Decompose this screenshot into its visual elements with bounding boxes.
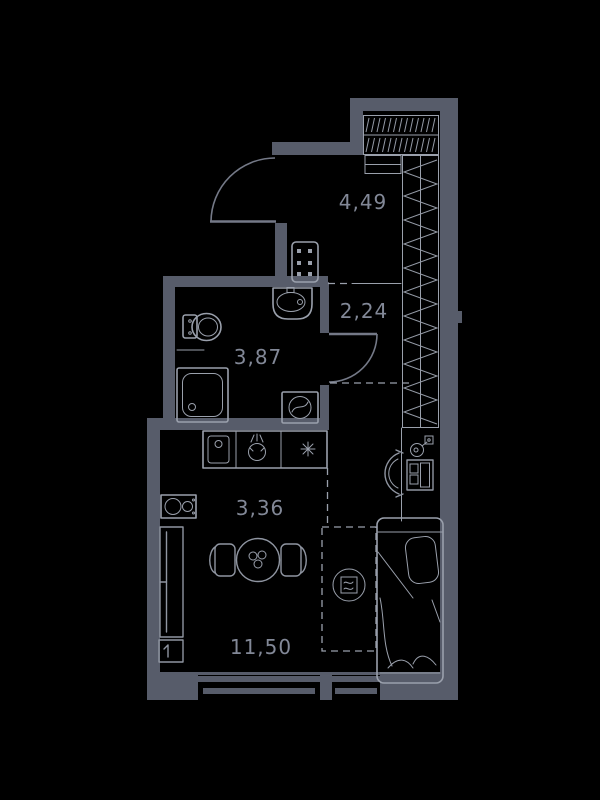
room-label-hallway: 4,49 [339, 190, 388, 214]
toilet-icon [182, 312, 222, 342]
wall-top [350, 98, 458, 111]
wall-lamp-icon [410, 435, 434, 457]
sink-icon [272, 287, 313, 320]
kitchen-fixtures [160, 430, 328, 519]
entrance-door-swing-arc [210, 157, 276, 222]
windows [198, 675, 380, 700]
window-glazing-bar [198, 676, 320, 682]
room-label-bathroom: 3,87 [234, 345, 283, 369]
wall-block-left [350, 98, 363, 155]
wall-entry-top [272, 142, 363, 155]
shower-icon [176, 367, 229, 423]
electrical-panel [291, 241, 319, 283]
window-glazing-bar [332, 676, 380, 682]
washing-machine-icon [281, 391, 319, 424]
bathroom-door-swing-arc [328, 333, 378, 383]
wall-bathroom-bottom [147, 418, 328, 430]
wall-entry-left [275, 223, 287, 283]
wall-bathroom-right-upper [320, 282, 329, 333]
electrical-panel-box [291, 241, 319, 283]
hob-icon [248, 433, 266, 461]
hall-wardrobes [363, 115, 439, 522]
coat-rack-hatch-row1 [365, 117, 436, 133]
wall-bathroom-left [163, 276, 175, 430]
nightstand-icon [158, 639, 184, 663]
kitchen-counter [202, 430, 328, 469]
zone-boundaries [326, 282, 410, 527]
wall-right [440, 98, 458, 700]
room-label-kitchen: 3,36 [236, 496, 285, 520]
wall-bathroom-top [163, 276, 328, 287]
room-label-living: 11,50 [230, 635, 292, 659]
living-furniture [158, 435, 444, 684]
dining-table-icon [235, 537, 281, 583]
cooktop-2-burner-icon [160, 494, 197, 519]
walls [147, 98, 462, 700]
wall-bathroom-right-lower [320, 385, 329, 430]
wall-left [147, 418, 160, 700]
armchair-icon [384, 449, 404, 498]
kitchen-sink-icon [207, 435, 230, 464]
tv-stand-icon [406, 459, 434, 491]
doors [210, 157, 378, 383]
bathroom-fixtures [176, 287, 319, 424]
room-label-corridor: 2,24 [340, 299, 389, 323]
asterisk-icon [300, 441, 316, 457]
bed-icon [376, 517, 444, 684]
wall-right-bump [455, 311, 462, 323]
room-labels: 4,49 2,24 3,87 3,36 11,50 [230, 190, 389, 659]
electrical-panel-switches [297, 249, 312, 276]
window-glazing-bar [203, 688, 315, 694]
chair-right-icon [280, 543, 307, 577]
closet-hanger-zigzag [402, 159, 439, 425]
future-furniture-zone [321, 526, 377, 652]
chair-left-icon [209, 543, 236, 577]
coat-rack-hatch-row2 [365, 137, 436, 153]
tall-cabinet-icon [159, 526, 184, 638]
window-glazing-bar [335, 688, 377, 694]
